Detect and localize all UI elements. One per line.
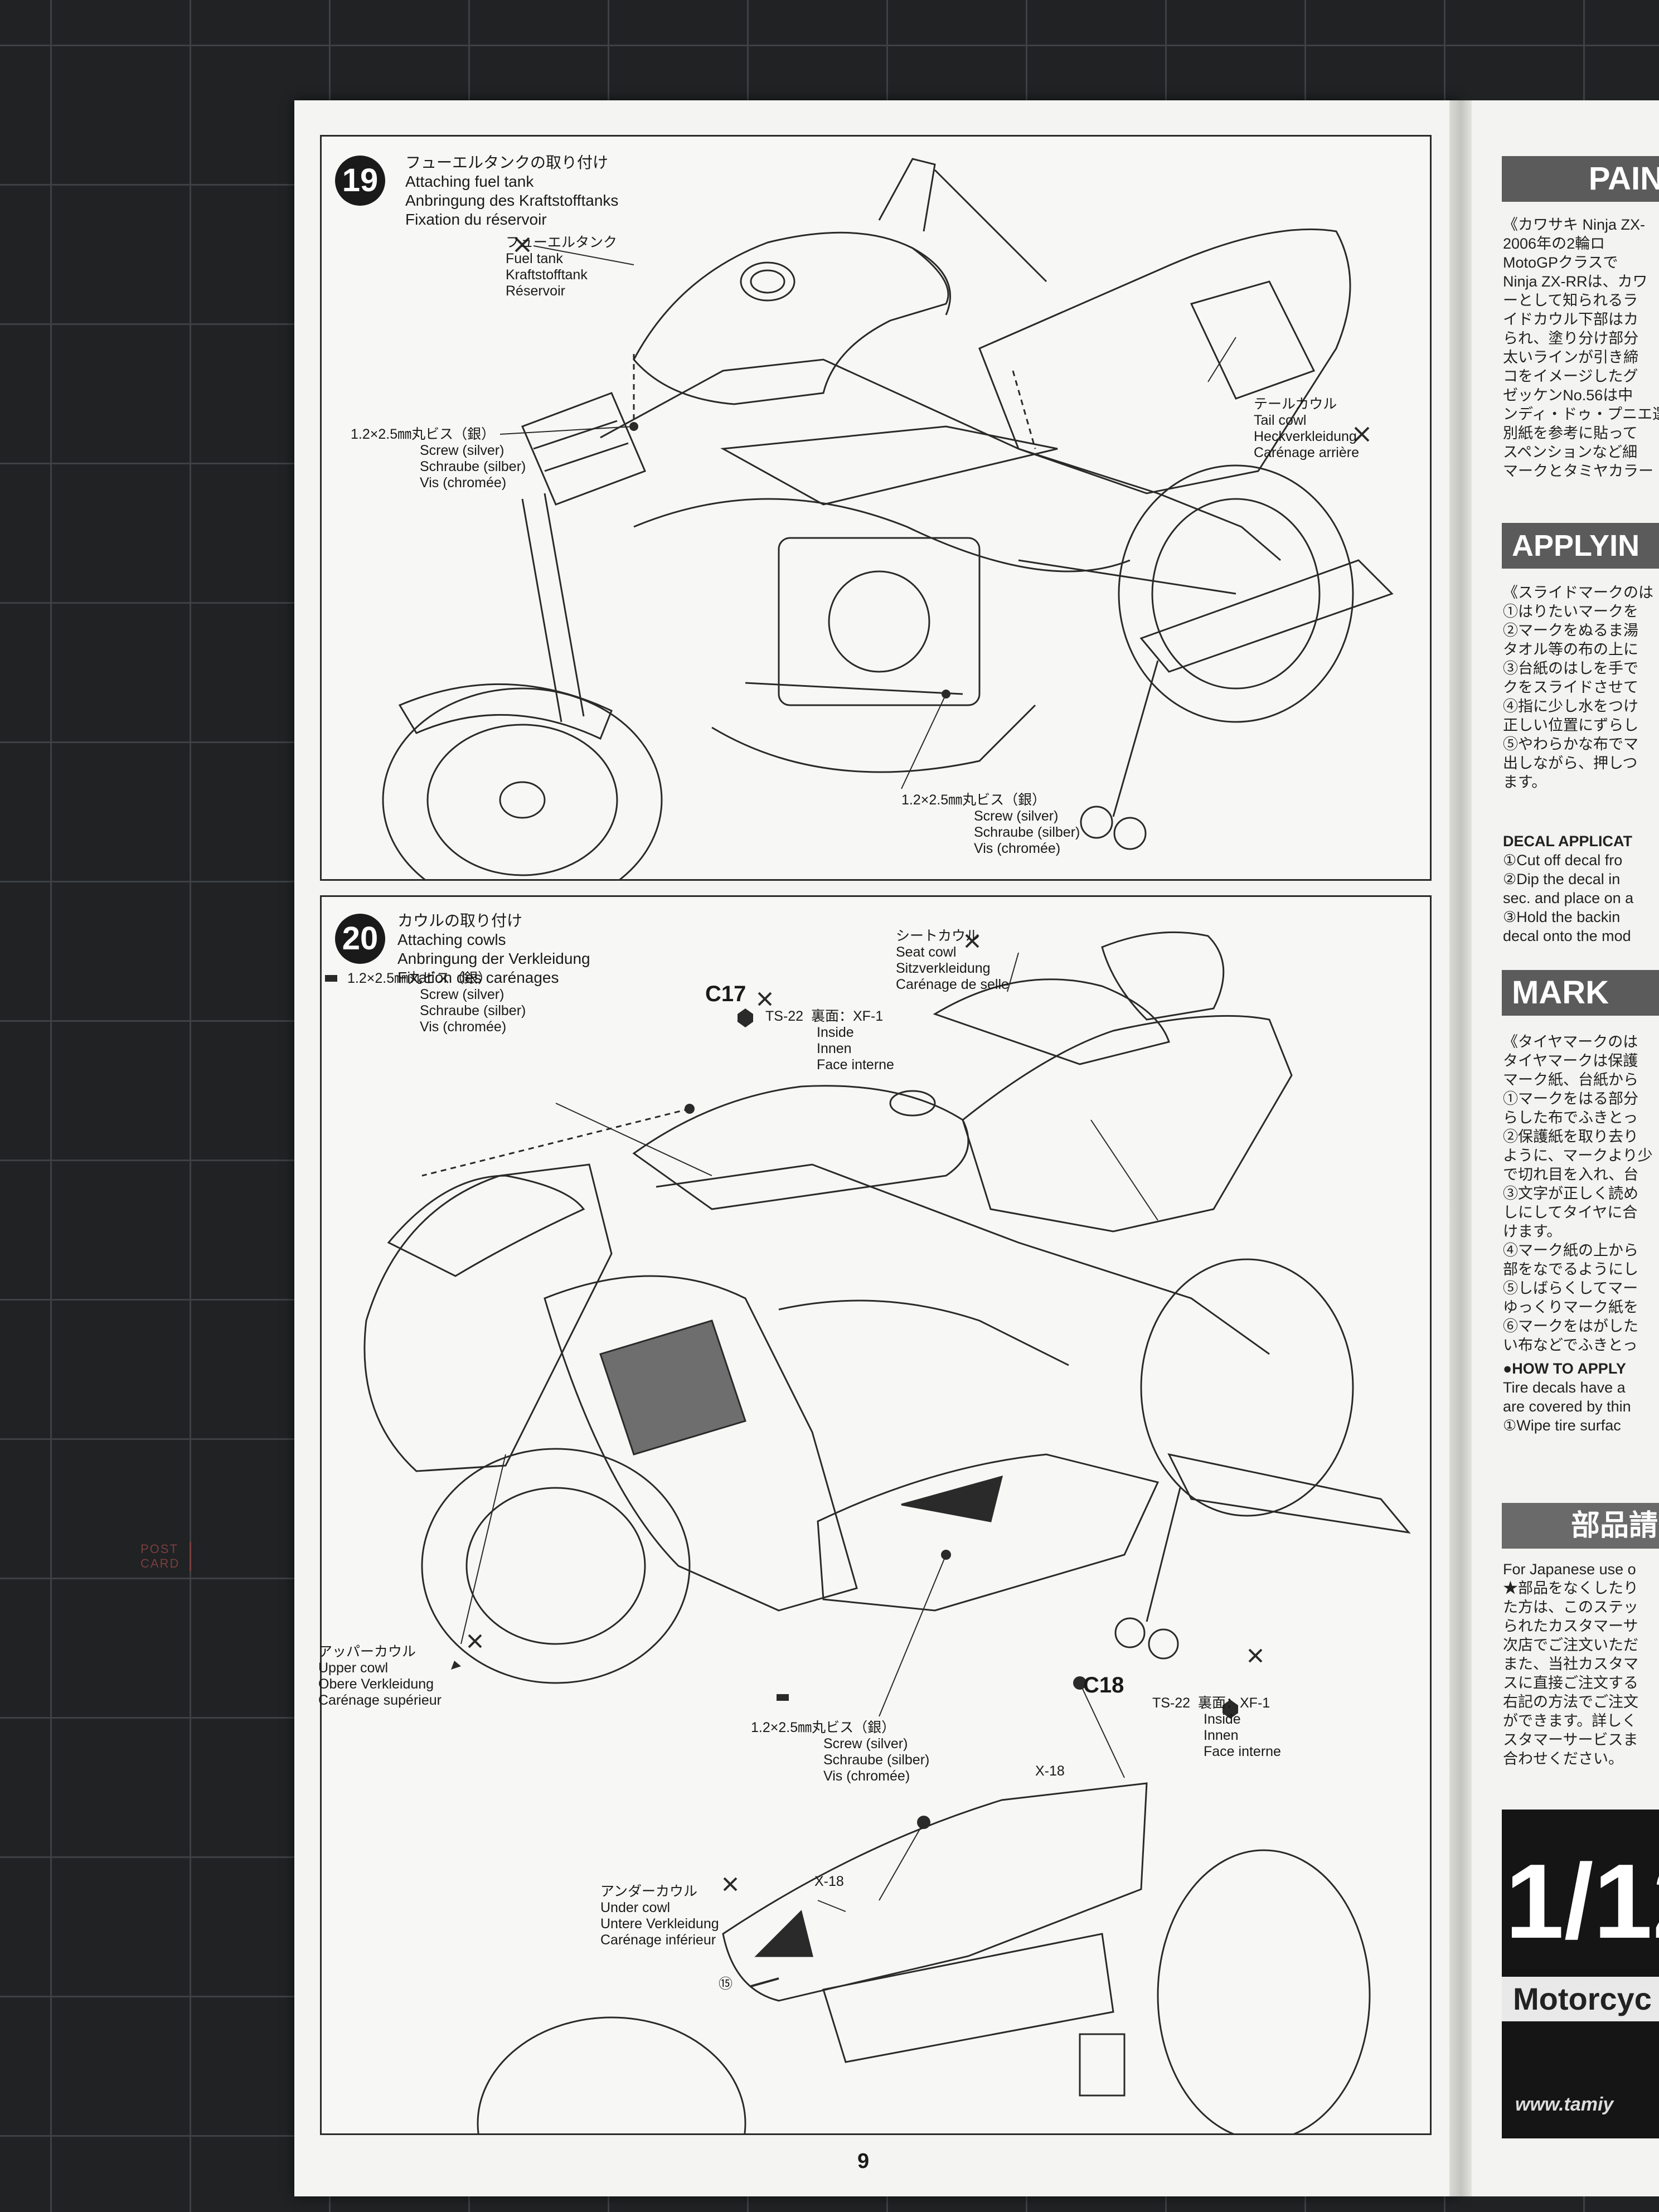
- mat-postcard-mark: POST CARD: [140, 1542, 192, 1571]
- paint-bottle-icon: [1223, 1700, 1238, 1719]
- cutter-icon: [515, 237, 530, 253]
- cutter-icon: [723, 1877, 738, 1891]
- section-header-applying: APPLYIN: [1502, 523, 1659, 569]
- section-header-parts: 部品請: [1502, 1503, 1659, 1549]
- motorcycle-fuel-tank-illustration: [382, 158, 1394, 879]
- label-screw-lower: 1.2×2.5㎜丸ビス（銀） Screw (silver) Schraube (…: [901, 792, 1080, 856]
- cutter-icon: [1354, 426, 1370, 442]
- category-label: Motorcyc: [1502, 1977, 1659, 2021]
- page-fold: [1449, 100, 1473, 2196]
- label-screw-upper: 1.2×2.5㎜丸ビス（銀） Screw (silver) Schraube (…: [351, 426, 526, 491]
- right-page: PAIN 《カワサキ Ninja ZX-2006年の2輪ロ MotoGPクラスで…: [1472, 100, 1659, 2196]
- cutter-icon: [468, 1634, 482, 1648]
- paint-bottle-icon: [738, 1008, 753, 1027]
- paint-note-c18: TS-22 裏面：XF-1 Inside Innen Face interne: [1152, 1695, 1281, 1759]
- label-screw-upper: 1.2×2.5㎜丸ビス（銀） Screw (silver) Schraube (…: [347, 971, 526, 1035]
- screw-icon: [325, 975, 337, 982]
- parts-order-text: For Japanese use o ★部品をなくしたりた方は、このステッ られ…: [1503, 1561, 1638, 1767]
- section-header-paint: PAIN: [1502, 156, 1659, 202]
- label-screw-lower: 1.2×2.5㎜丸ビス（銀） Screw (silver) Schraube (…: [751, 1720, 930, 1784]
- screw-icon: [777, 1694, 789, 1701]
- arrow-icon: [451, 1661, 461, 1670]
- section-header-marking: MARK: [1502, 970, 1659, 1016]
- cutter-icon: [965, 934, 979, 948]
- part-c18: C18: [1083, 1673, 1124, 1697]
- page-number: 9: [857, 2150, 870, 2173]
- cutter-icon: [758, 992, 772, 1006]
- arrow-icon: [750, 1977, 779, 1987]
- part-x18-lower: X-18: [814, 1874, 844, 1889]
- cutter-icon: [1248, 1648, 1263, 1663]
- step-number: 20: [335, 914, 385, 964]
- scale-label: 1/12: [1505, 1842, 1659, 1961]
- step-reference-15: ⑮: [719, 1976, 733, 1992]
- part-x18-upper: X-18: [1035, 1763, 1065, 1779]
- part-c17: C17: [705, 982, 746, 1006]
- paint-note-c17: TS-22 裏面：XF-1 Inside Innen Face interne: [765, 1008, 894, 1073]
- website-url: www.tamiy: [1515, 2094, 1614, 2115]
- series-banner: 1/12 Motorcyc www.tamiy: [1502, 1810, 1659, 2138]
- motorcycle-cowl-illustration: [325, 931, 1411, 2133]
- step-number: 19: [335, 156, 385, 206]
